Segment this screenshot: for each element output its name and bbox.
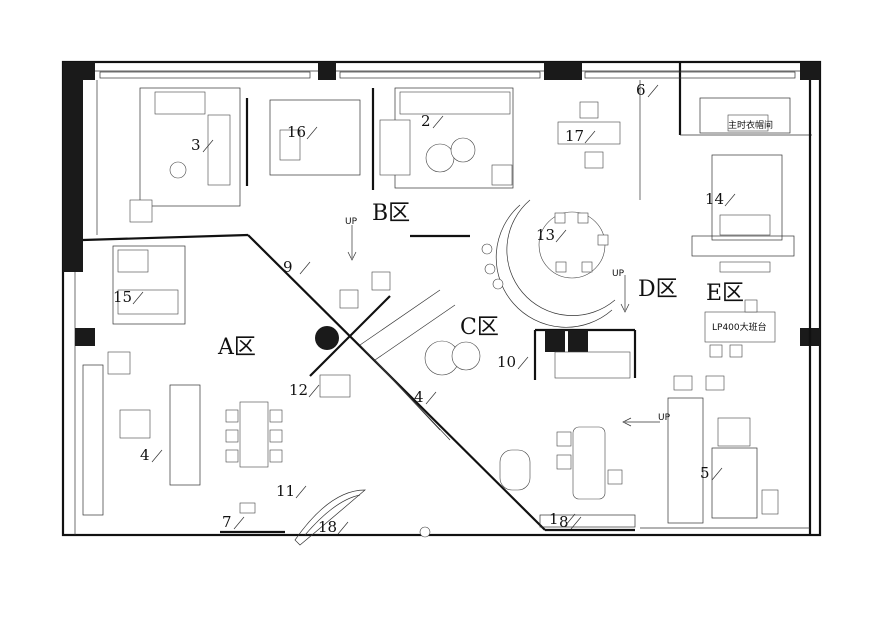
marker-1: 1 [549, 510, 559, 528]
marker-16: 16 [287, 123, 306, 141]
marker-5: 5 [700, 464, 710, 482]
marker-2: 2 [421, 112, 431, 130]
zone-b-label: B区 [372, 201, 410, 226]
zone-a-furniture [82, 245, 391, 516]
zone-e-label: E区 [706, 281, 744, 306]
west-wall-solid [63, 62, 83, 272]
zone-c-label: C区 [460, 315, 499, 340]
marker-4: 4 [414, 388, 424, 406]
marker-12: 12 [289, 381, 308, 399]
zone-b-furniture [129, 87, 621, 223]
marker-10: 10 [497, 353, 516, 371]
marker-6: 6 [636, 81, 646, 99]
interior-walls [82, 62, 812, 535]
reception-sign-text: LP400大班台 [712, 321, 767, 333]
central-column [315, 326, 339, 350]
marker-15: 15 [113, 288, 132, 306]
zone-c-round-table [481, 199, 616, 328]
marker-14: 14 [705, 190, 724, 208]
marker-3: 3 [191, 136, 201, 154]
marker-leaders [132, 84, 736, 535]
outer-walls [61, 60, 822, 537]
up-label: UP [658, 413, 671, 423]
marker-17: 17 [565, 127, 584, 145]
marker-7: 7 [222, 513, 232, 531]
up-arrows [347, 225, 660, 427]
entrance-area [220, 489, 636, 546]
zone-c-stairs [359, 289, 631, 491]
up-label: UP [345, 217, 358, 227]
marker-9: 9 [283, 258, 293, 276]
up-label: UP [612, 269, 625, 279]
zone-a-label: A区 [217, 335, 256, 360]
area-markers: 1 2 3 4 4 5 6 7 8 9 10 11 12 13 14 15 16… [113, 81, 724, 536]
marker-4: 4 [140, 446, 150, 464]
zone-de-furniture [556, 97, 795, 524]
marker-8: 8 [559, 513, 569, 531]
marker-11: 11 [276, 482, 295, 500]
north-windows [99, 71, 796, 79]
zone-d-label: D区 [638, 277, 678, 302]
sign-text: 主时衣帽间 [728, 119, 773, 131]
marker-18: 18 [318, 518, 337, 536]
marker-13: 13 [536, 226, 555, 244]
